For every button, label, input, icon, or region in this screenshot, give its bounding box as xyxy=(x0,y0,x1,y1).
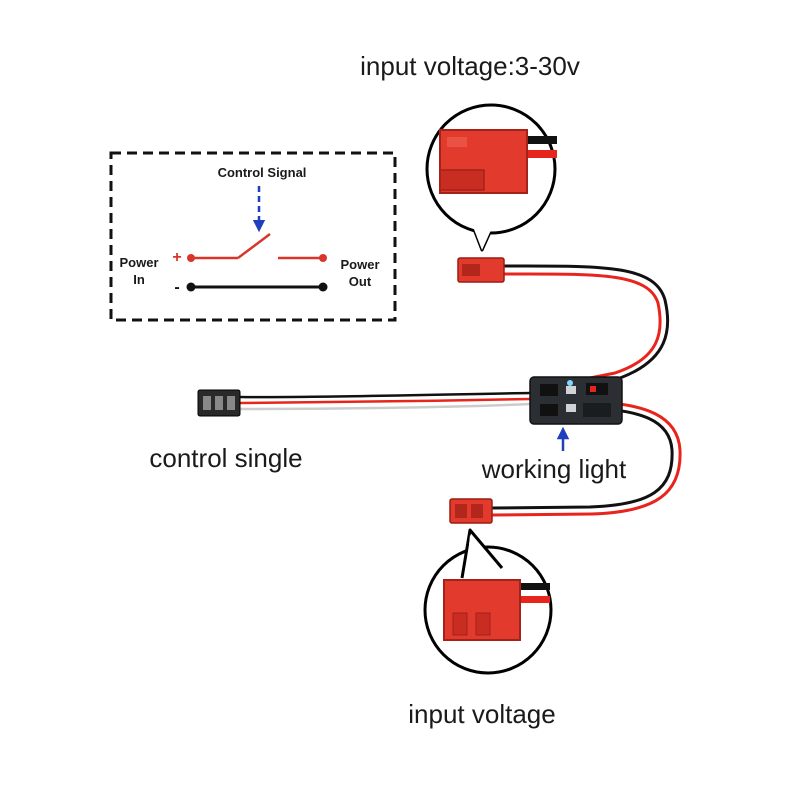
minus-sign: - xyxy=(174,279,179,296)
switch-blade xyxy=(237,233,271,259)
positive-terminal-in xyxy=(187,254,195,262)
power-out-label-line2: Out xyxy=(349,274,372,289)
chip-1 xyxy=(540,384,558,396)
positive-terminal-out xyxy=(319,254,327,262)
negative-terminal-out xyxy=(318,282,328,292)
led-red xyxy=(590,386,596,392)
control-single-label: control single xyxy=(149,443,302,473)
top-black-wire xyxy=(502,264,670,385)
plus-sign: + xyxy=(172,249,181,266)
control-red-wire xyxy=(238,397,532,405)
wires xyxy=(238,264,682,517)
control-white-wire xyxy=(238,402,532,411)
bottom-black-wire xyxy=(490,406,674,510)
power-in-label-line2: In xyxy=(133,272,145,287)
control-signal-label: Control Signal xyxy=(218,165,307,180)
negative-terminal-in xyxy=(186,282,196,292)
bottom-connector-callout xyxy=(423,528,553,675)
switch-module-board xyxy=(529,376,623,425)
power-in-label-line1: Power xyxy=(119,255,158,270)
top-connector-callout xyxy=(425,103,557,252)
control-black-wire xyxy=(238,391,532,399)
working-light-label: working light xyxy=(481,454,627,484)
bottom-jst-connector xyxy=(449,498,493,524)
chip-3 xyxy=(586,383,608,395)
input-voltage-bottom-label: input voltage xyxy=(408,699,555,729)
schematic-box: Control Signal Power In Power Out + - xyxy=(109,151,397,322)
servo-connector xyxy=(197,389,241,417)
top-jst-connector xyxy=(457,257,505,283)
schematic-border xyxy=(109,151,397,322)
top-red-wire xyxy=(502,272,662,380)
input-voltage-top-label: input voltage:3-30v xyxy=(360,51,580,81)
bottom-red-wire xyxy=(490,400,682,517)
power-out-label-line1: Power xyxy=(340,257,379,272)
chip-2 xyxy=(540,404,558,416)
working-light-led xyxy=(567,380,573,386)
